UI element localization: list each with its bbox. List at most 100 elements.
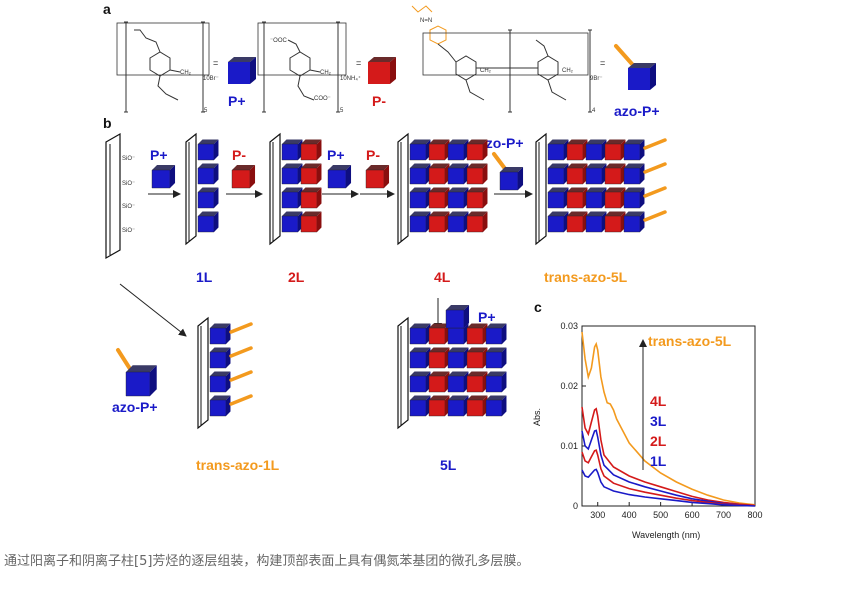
film-4L-cube — [410, 164, 430, 184]
film-trans-azo-5L-azo-group — [645, 164, 665, 172]
structure-p-plus: CH₂ 10Br⁻ 5 — [117, 22, 219, 114]
film-4L-cube — [410, 188, 430, 208]
film-trans-azo-1L-azo-group — [231, 372, 251, 380]
film-4L — [398, 134, 487, 244]
reagent-step-3: P+ — [327, 147, 345, 163]
cube-azo-p-plus-a — [616, 46, 656, 90]
film-trans-azo-5L-cube — [548, 164, 568, 184]
film-5L-cube — [429, 372, 449, 392]
film-1L-substrate — [186, 134, 196, 244]
film-trans-azo-5L-cube — [548, 188, 568, 208]
film-4L-cube — [448, 164, 468, 184]
film-trans-azo-5L-cube — [624, 212, 644, 232]
film-trans-azo-1L-cube — [210, 324, 230, 344]
film-trans-azo-5L-cube — [624, 164, 644, 184]
film-trans-azo-5L-cube — [586, 164, 606, 184]
reagent-step-2: P- — [232, 147, 246, 163]
x-axis-label: Wavelength (nm) — [632, 530, 700, 540]
label-trans-azo-1L: trans-azo-1L — [196, 457, 280, 473]
y-tick-label: 0.01 — [560, 441, 578, 451]
film-5L-cube — [486, 348, 506, 368]
film-5L-cube — [410, 396, 430, 416]
film-trans-azo-5L-cube — [586, 140, 606, 160]
film-1L-cube — [198, 140, 218, 160]
film-2L-cube — [282, 140, 302, 160]
film-4L-cube — [410, 140, 430, 160]
label-p-minus: P- — [372, 93, 386, 109]
film-trans-azo-5L-cube — [605, 140, 625, 160]
x-tick-label: 700 — [716, 510, 731, 520]
film-5L-substrate — [398, 318, 408, 428]
ch2-label: CH₂ — [180, 70, 192, 76]
ooc-label: ⁻OOC — [270, 38, 288, 44]
label-2L: 2L — [288, 269, 305, 285]
equals-2: = — [356, 58, 361, 68]
legend-label-1L: 1L — [650, 453, 667, 469]
p-plus-repeat: 5 — [204, 108, 208, 114]
film-5L-cube — [486, 396, 506, 416]
label-1L: 1L — [196, 269, 213, 285]
film-1L — [186, 134, 218, 244]
structure-p-minus: ⁻OOC COO⁻ CH₂ 10NH₄⁺ 5 — [258, 22, 361, 114]
film-trans-azo-5L-cube — [624, 140, 644, 160]
x-tick-label: 800 — [747, 510, 762, 520]
legend-label-trans-azo-5L: trans-azo-5L — [648, 333, 732, 349]
film-trans-azo-1L-azo-group — [231, 324, 251, 332]
film-5L-cube — [448, 396, 468, 416]
reagent-cube-p-plus-1 — [152, 165, 175, 188]
arrow-alt-path — [120, 284, 186, 336]
film-trans-azo-5L-cube — [548, 212, 568, 232]
film-trans-azo-5L-cube — [586, 212, 606, 232]
film-trans-azo-5L-cube — [548, 140, 568, 160]
panel-label-c: c — [534, 299, 542, 315]
p-minus-counterion: 10NH₄⁺ — [340, 75, 361, 82]
film-5L-cube — [486, 372, 506, 392]
x-tick-label: 300 — [590, 510, 605, 520]
film-trans-azo-5L-substrate — [536, 134, 546, 244]
film-2L-cube — [301, 164, 321, 184]
film-trans-azo-1L-azo-group — [231, 348, 251, 356]
film-5L-cube — [410, 372, 430, 392]
film-trans-azo-5L-cube — [605, 212, 625, 232]
film-trans-azo-5L-cube — [567, 188, 587, 208]
film-trans-azo-5L-azo-group — [645, 188, 665, 196]
film-5L-cube — [467, 372, 487, 392]
film-trans-azo-5L-cube — [567, 164, 587, 184]
reagent-cube-p-plus-2 — [328, 165, 351, 188]
y-tick-label: 0.02 — [560, 381, 578, 391]
film-4L-cube — [467, 212, 487, 232]
x-tick-label: 600 — [685, 510, 700, 520]
sio-4: SiO⁻ — [122, 228, 135, 234]
film-trans-azo-5L-azo-group — [645, 140, 665, 148]
coo-label: COO⁻ — [314, 96, 331, 102]
film-5L-cube — [448, 348, 468, 368]
equals-3: = — [600, 58, 605, 68]
film-2L-cube — [301, 212, 321, 232]
film-4L-cube — [448, 212, 468, 232]
nn-label: N=N — [420, 18, 432, 24]
film-trans-azo-1L-cube — [210, 396, 230, 416]
equals-1: = — [213, 58, 218, 68]
reagent-cube-p-minus-1 — [232, 165, 255, 188]
film-4L-cube — [448, 140, 468, 160]
film-5L-cube — [448, 372, 468, 392]
panel-label-b: b — [103, 115, 112, 131]
film-5L-cube — [486, 324, 506, 344]
ch2-label-2: CH₂ — [320, 70, 332, 76]
figure: a CH₂ 10Br⁻ 5 = P+ ⁻OOC COO⁻ CH₂ 10NH₄⁺ … — [0, 0, 860, 540]
film-5L — [398, 318, 506, 428]
azo-counterion: 9Br⁻ — [590, 76, 603, 82]
ch2-label-4: CH₂ — [562, 68, 574, 74]
film-1L-cube — [198, 164, 218, 184]
film-4L-cube — [410, 212, 430, 232]
azo-repeat: 4 — [592, 108, 596, 114]
reagent-step-1: P+ — [150, 147, 168, 163]
reagent-cube-azo-p-plus-2 — [126, 365, 157, 396]
label-p-plus: P+ — [228, 93, 246, 109]
film-trans-azo-5L-cube — [567, 140, 587, 160]
cube-p-minus-a — [368, 57, 396, 84]
film-trans-azo-5L-azo-group — [645, 212, 665, 220]
film-trans-azo-5L-cube — [586, 188, 606, 208]
film-2L-cube — [282, 164, 302, 184]
film-2L-substrate — [270, 134, 280, 244]
